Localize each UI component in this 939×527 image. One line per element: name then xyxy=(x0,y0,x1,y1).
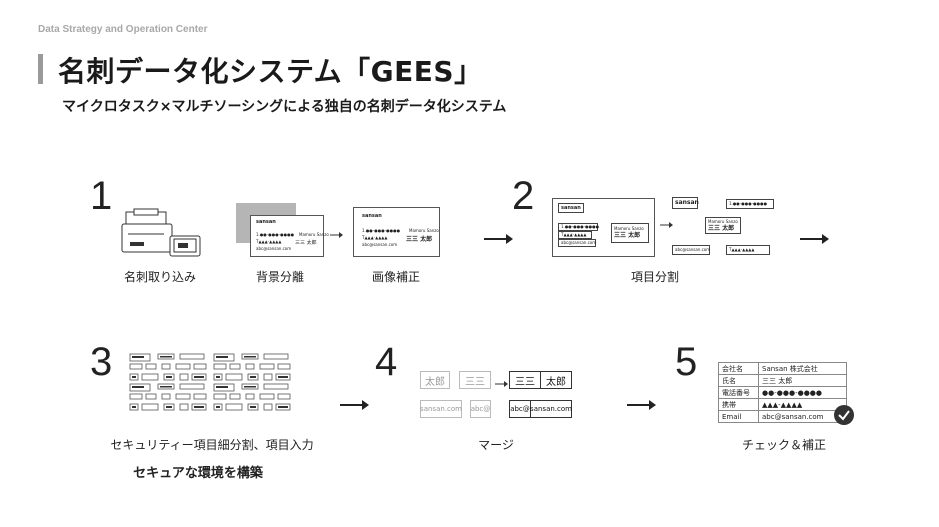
check-mark-icon xyxy=(834,405,854,425)
merged-domain: sansan.com xyxy=(530,400,572,418)
fragment-brand: sansan xyxy=(672,197,699,209)
row-key: 携帯 xyxy=(718,398,759,411)
row-key: 電話番号 xyxy=(718,386,759,399)
card-name-en: Mamoru Sanzo xyxy=(409,228,439,233)
step-1-label-background: 背景分離 xyxy=(255,270,305,284)
table-row: 携帯▲▲▲-▲▲▲▲ xyxy=(718,398,847,411)
step-1-label-correction: 画像補正 xyxy=(371,270,421,284)
field-brand: sansan xyxy=(558,203,584,213)
step-3-label: セキュリティー項目細分割、項目入力 xyxy=(110,438,314,452)
merge-fragment-local: abc@ xyxy=(470,400,491,418)
merged-given: 太郎 xyxy=(540,371,572,389)
fragment-grid-left xyxy=(129,353,207,411)
card-email: abc@sansan.com xyxy=(256,246,292,251)
fragment-grid-right xyxy=(213,353,291,411)
arrow-icon xyxy=(340,400,369,410)
fragment-name-en: Mamoru Sanzo xyxy=(708,218,738,224)
card-phone: 1.●●-●●●-●●●● xyxy=(256,232,295,237)
arrow-icon xyxy=(800,234,829,244)
fragment-name-ja: 三三 太郎 xyxy=(708,224,735,232)
row-key: 会社名 xyxy=(718,362,759,375)
card-name-en: Mamoru Sanzo xyxy=(299,232,329,237)
card-sub: T▲▲▲-▲▲▲▲ xyxy=(256,239,282,244)
step-4-number: 4 xyxy=(375,340,398,384)
table-row: 電話番号●●-●●●-●●●● xyxy=(718,386,847,399)
merged-local: abc@ xyxy=(509,400,531,418)
row-value: ●●-●●●-●●●● xyxy=(758,386,847,399)
page-title: 名刺データ化システム「GEES」 xyxy=(58,55,483,88)
field-name-group: Mamoru Sanzo 三三 太郎 xyxy=(611,223,649,243)
background-separation-image: sansan 1.●●-●●●-●●●● T▲▲▲-▲▲▲▲ abc@sansa… xyxy=(236,203,329,257)
step-5-number: 5 xyxy=(675,340,698,384)
card-sub: T▲▲▲-▲▲▲▲ xyxy=(362,235,388,240)
arrow-icon xyxy=(484,234,513,244)
step-3-note: セキュアな環境を構築 xyxy=(133,466,263,481)
card-brand: sansan xyxy=(256,219,276,225)
card-name: 三三 太郎 xyxy=(295,240,317,246)
row-value: 三三 太郎 xyxy=(758,374,847,387)
merged-family: 三三 xyxy=(509,371,541,389)
organization-label: Data Strategy and Operation Center xyxy=(38,24,208,35)
field-email: abc@sansan.com xyxy=(558,239,596,247)
step-3-number: 3 xyxy=(90,340,113,384)
title-accent-bar xyxy=(38,54,43,84)
step-1-number: 1 xyxy=(90,174,113,218)
table-row: 氏名三三 太郎 xyxy=(718,374,847,387)
field-name: 三三 太郎 xyxy=(614,232,641,239)
merge-fragment-given: 太郎 xyxy=(420,371,450,389)
card-email: abc@sansan.com xyxy=(362,242,398,247)
small-arrow-icon xyxy=(660,222,673,228)
fragment-sub: T▲▲▲-▲▲▲▲ xyxy=(726,245,770,255)
page-subtitle: マイクロタスク×マルチソーシングによる独自の名刺データ化システム xyxy=(62,99,507,115)
small-arrow-icon xyxy=(495,381,508,387)
step-1-label-capture: 名刺取り込み xyxy=(123,270,197,284)
card-brand: sansan xyxy=(362,213,382,219)
step-5-label: チェック＆補正 xyxy=(741,438,827,452)
row-value: Sansan 株式会社 xyxy=(758,362,847,375)
merge-fragment-domain: sansan.com xyxy=(420,400,462,418)
step-2-number: 2 xyxy=(512,174,535,218)
corrected-card-image: sansan 1.●●-●●●-●●●● T▲▲▲-▲▲▲▲ abc@sansa… xyxy=(353,207,440,257)
field-phone: 1.●●-●●●-●●●● xyxy=(558,223,599,231)
small-arrow-icon xyxy=(330,232,343,238)
row-key: 氏名 xyxy=(718,374,759,387)
fragment-email: abc@sansan.com xyxy=(672,245,710,255)
fragment-name: Mamoru Sanzo 三三 太郎 xyxy=(705,217,741,234)
card-name: 三三 太郎 xyxy=(406,236,433,243)
scanner-icon xyxy=(121,208,201,257)
step-4-label: マージ xyxy=(478,438,514,452)
card-phone: 1.●●-●●●-●●●● xyxy=(362,228,401,233)
fragment-phone: 1.●●-●●●-●●●● xyxy=(726,199,774,209)
field-sub: T▲▲▲-▲▲▲▲ xyxy=(558,231,592,239)
arrow-icon xyxy=(627,400,656,410)
field-name-en: Mamoru Sanzo xyxy=(614,226,644,231)
merge-fragment-family: 三三 xyxy=(459,371,491,389)
split-card-image: sansan 1.●●-●●●-●●●● T▲▲▲-▲▲▲▲ abc@sansa… xyxy=(552,198,655,257)
row-key: Email xyxy=(718,410,759,423)
step-2-label: 項目分割 xyxy=(630,270,680,284)
